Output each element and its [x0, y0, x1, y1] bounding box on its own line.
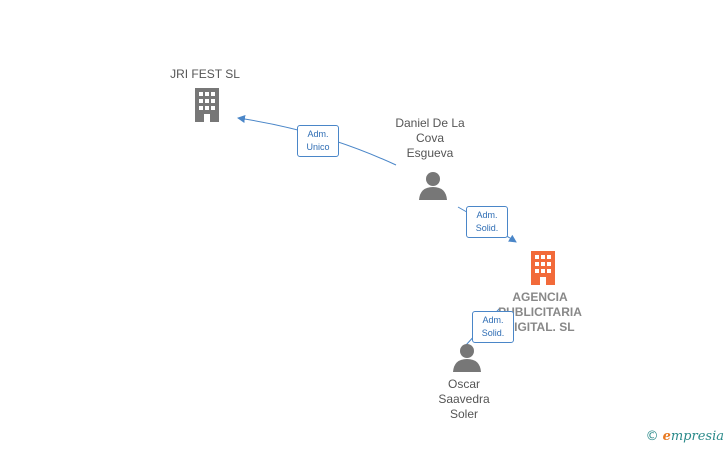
brand-name: mpresia — [670, 429, 724, 444]
copyright-symbol: © — [645, 429, 659, 444]
node-label-daniel: Daniel De La Cova Esgueva — [395, 116, 465, 160]
empresia-logo: ©empresia — [646, 429, 724, 444]
node-label-oscar: Oscar Saavedra Soler — [438, 377, 490, 421]
person-icon[interactable] — [418, 170, 448, 200]
building-icon[interactable] — [527, 251, 559, 285]
edge-label-adm-solid-daniel[interactable]: Adm. Solid. — [466, 206, 508, 238]
person-icon[interactable] — [452, 342, 482, 372]
edge-label-adm-unico[interactable]: Adm. Unico — [297, 125, 339, 157]
building-icon[interactable] — [191, 88, 223, 122]
node-label-jri-fest: JRI FEST SL — [170, 67, 240, 81]
node-label-agencia: AGENCIA PUBLICITARIA DIGITAL. SL — [498, 290, 582, 334]
brand-initial: e — [662, 429, 671, 444]
edge-label-adm-solid-oscar[interactable]: Adm. Solid. — [472, 311, 514, 343]
